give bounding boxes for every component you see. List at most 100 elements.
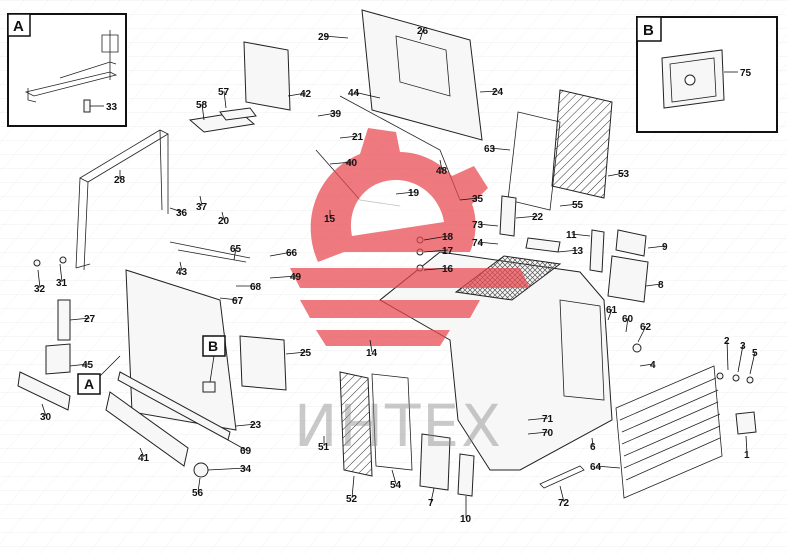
callout-75: 75 — [740, 68, 752, 79]
callout-13: 13 — [572, 246, 584, 257]
callout-62: 62 — [640, 322, 652, 333]
callout-leader-35 — [459, 197, 479, 201]
callout-15: 15 — [324, 214, 336, 225]
callout-leader-21 — [339, 135, 359, 139]
callout-20: 20 — [218, 216, 230, 227]
callout-36: 36 — [176, 208, 188, 219]
callout-40: 40 — [346, 158, 358, 169]
callout-11: 11 — [566, 230, 577, 241]
callout-32: 32 — [34, 284, 46, 295]
detail-view-a: A 33 — [7, 13, 127, 127]
callout-leader-36 — [169, 207, 183, 213]
callout-leader-23 — [235, 423, 257, 427]
callout-leader-60 — [625, 317, 629, 333]
view-marker-a: A — [77, 355, 121, 395]
callout-58: 58 — [196, 100, 208, 111]
callout-37: 37 — [196, 202, 208, 213]
callout-52: 52 — [346, 494, 358, 505]
callout-leader-42 — [287, 92, 307, 97]
callout-leader-43 — [179, 261, 183, 272]
svg-text:A: A — [84, 376, 94, 392]
callout-leader-67 — [219, 297, 239, 301]
callout-28: 28 — [114, 175, 126, 186]
callout-leader-72 — [559, 485, 565, 503]
callout-leader-30 — [41, 403, 47, 417]
callout-39: 39 — [330, 109, 342, 120]
callout-8: 8 — [658, 280, 664, 291]
callout-leader-27 — [69, 317, 91, 321]
callout-41: 41 — [138, 453, 150, 464]
callout-leader-11 — [571, 233, 591, 237]
callout-leader-29 — [323, 35, 349, 39]
callout-5: 5 — [752, 348, 758, 359]
callout-24: 24 — [492, 87, 504, 98]
callout-leader-13 — [557, 249, 579, 253]
callout-leader-66 — [269, 251, 293, 257]
callout-57: 57 — [218, 87, 230, 98]
callout-63: 63 — [484, 144, 496, 155]
callout-leader-40 — [329, 161, 353, 165]
callout-leader-44 — [353, 91, 381, 99]
callout-73: 73 — [472, 220, 484, 231]
callout-66: 66 — [286, 248, 298, 259]
callout-leader-56 — [197, 477, 201, 493]
callout-4: 4 — [650, 360, 656, 371]
callout-leader-22 — [515, 215, 539, 219]
callout-leader-70 — [527, 431, 549, 435]
callout-leader-2 — [726, 339, 729, 371]
callout-19: 19 — [408, 188, 420, 199]
svg-text:B: B — [208, 338, 218, 354]
callout-leader-49 — [269, 275, 297, 279]
callout-leader-65 — [233, 247, 237, 261]
detail-a-title: A — [13, 18, 24, 35]
callout-leader-52 — [351, 475, 355, 499]
callout-27: 27 — [84, 314, 96, 325]
callout-35: 35 — [472, 194, 484, 205]
callout-16: 16 — [442, 264, 454, 275]
callout-30: 30 — [40, 412, 52, 423]
callout-44: 44 — [348, 88, 360, 99]
callout-leader-54 — [391, 469, 397, 485]
callout-69: 69 — [240, 446, 252, 457]
callout-leader-16 — [423, 267, 449, 271]
callout-leader-4 — [639, 363, 654, 367]
callout-leader-64 — [595, 465, 621, 469]
callout-26: 26 — [417, 26, 429, 37]
callout-23: 23 — [250, 420, 262, 431]
callout-10: 10 — [460, 514, 472, 525]
callout-leader-48 — [439, 159, 443, 171]
callout-68: 68 — [250, 282, 262, 293]
callout-leader-20 — [221, 211, 225, 221]
callout-7: 7 — [428, 498, 434, 509]
callout-18: 18 — [442, 232, 454, 243]
callout-leader-41 — [139, 447, 145, 458]
callout-2: 2 — [724, 336, 730, 347]
detail-view-b: B 75 — [636, 16, 778, 133]
callout-leader-69 — [227, 439, 247, 451]
callout-21: 21 — [352, 132, 364, 143]
callout-71: 71 — [542, 414, 554, 425]
callout-42: 42 — [300, 89, 312, 100]
callout-22: 22 — [532, 212, 544, 223]
callout-leader-26 — [419, 29, 424, 41]
callout-leader-19 — [395, 191, 415, 195]
callout-53: 53 — [618, 169, 630, 180]
detail-b-title: B — [643, 22, 654, 39]
callout-55: 55 — [572, 200, 584, 211]
callout-leader-57 — [223, 90, 227, 109]
callout-29: 29 — [318, 32, 330, 43]
callout-leader-3 — [737, 344, 744, 373]
callout-leader-58 — [201, 103, 205, 121]
callout-6: 6 — [590, 442, 596, 453]
callout-34: 34 — [240, 464, 252, 475]
callout-51: 51 — [318, 442, 330, 453]
callout-leader-7 — [430, 487, 435, 503]
callout-leader-34 — [207, 467, 247, 471]
callout-64: 64 — [590, 462, 602, 473]
callout-25: 25 — [300, 348, 312, 359]
view-marker-b: B — [202, 335, 226, 383]
callout-74: 74 — [472, 238, 484, 249]
